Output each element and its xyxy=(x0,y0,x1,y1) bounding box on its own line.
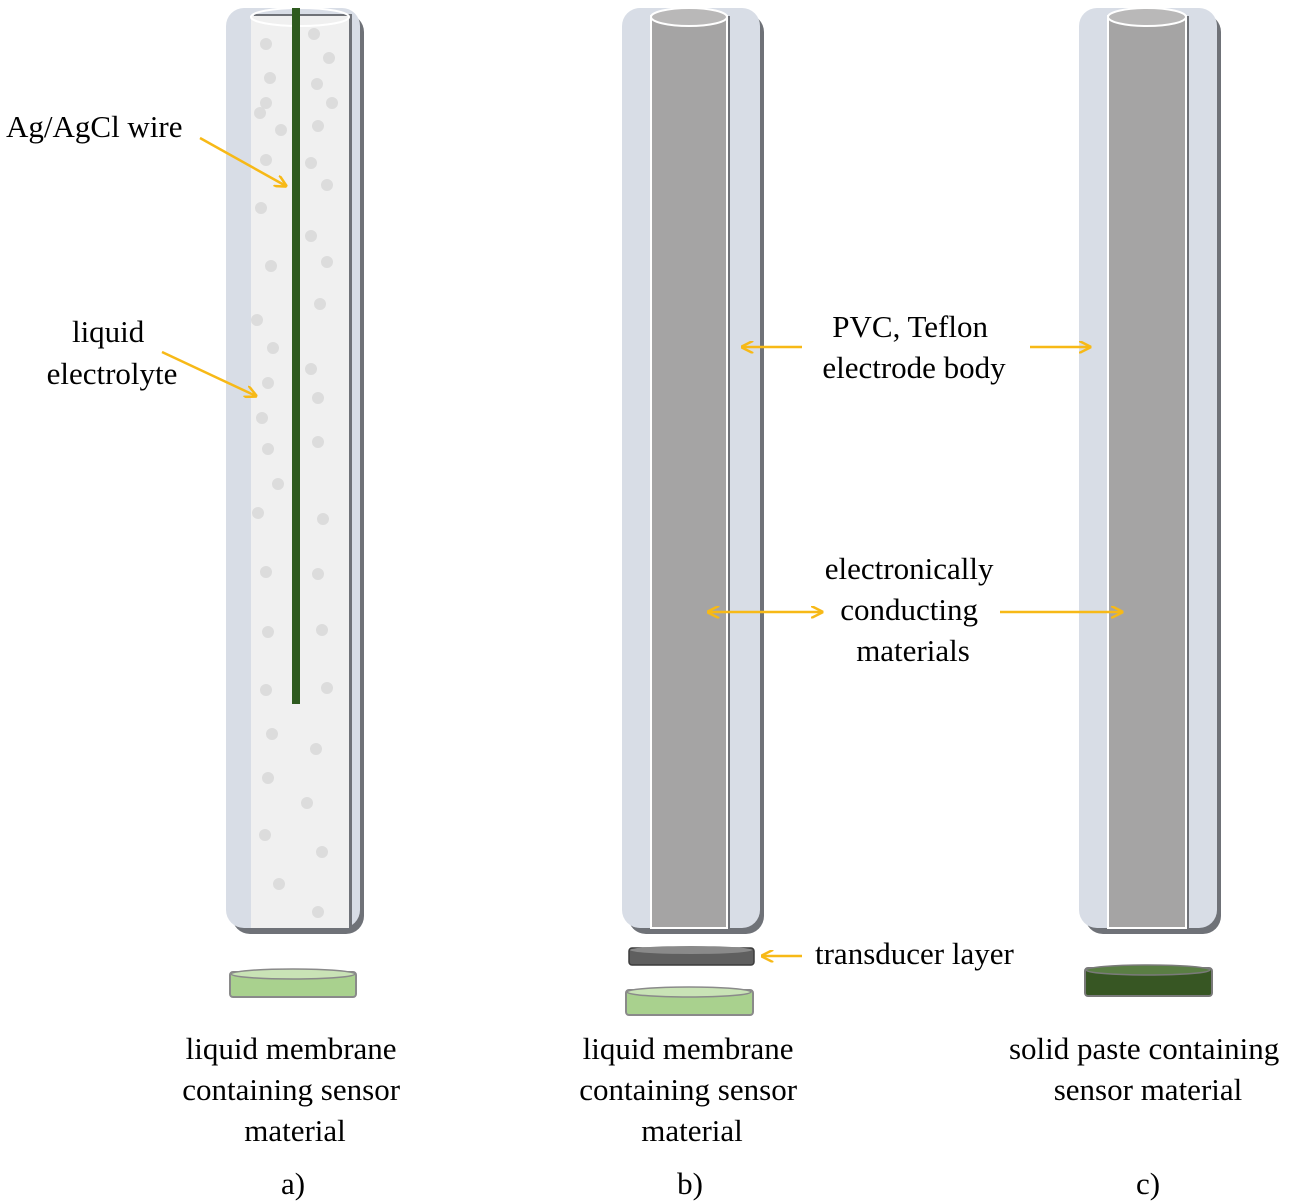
membrane-label-a-line-3: material xyxy=(244,1113,346,1148)
caption-b: b) xyxy=(677,1166,703,1201)
electrolyte-bubble xyxy=(260,566,272,578)
label-liquid-electrolyte-line-1: liquid xyxy=(72,314,145,349)
membrane-label-b-line-1: liquid membrane xyxy=(583,1031,794,1066)
membrane-label-b-line-3: material xyxy=(641,1113,743,1148)
electrolyte-bubble xyxy=(321,682,333,694)
electrolyte-bubble xyxy=(259,829,271,841)
label-liquid-electrolyte: liquid electrolyte xyxy=(47,314,178,391)
label-conducting-materials-line-1: electronically xyxy=(825,551,994,586)
electrolyte-bubble xyxy=(317,513,329,525)
electrolyte-bubble xyxy=(262,626,274,638)
label-electrode-body: PVC, Teflon electrode body xyxy=(822,309,1006,385)
membrane-label-b-line-2: containing sensor xyxy=(579,1072,797,1107)
electrolyte-bubbles xyxy=(251,28,338,918)
electrolyte-bubble xyxy=(305,157,317,169)
electrode-a xyxy=(226,7,364,998)
electrolyte-bubble xyxy=(310,743,322,755)
electrolyte-bubble xyxy=(312,392,324,404)
label-transducer-layer: transducer layer xyxy=(815,936,1014,971)
label-conducting-materials-line-3: materials xyxy=(856,633,970,668)
electrolyte-bubble xyxy=(252,507,264,519)
membrane-label-a: liquid membrane containing sensor materi… xyxy=(182,1031,408,1148)
electrolyte-bubble xyxy=(251,314,263,326)
membrane-label-c-line-2: sensor material xyxy=(1054,1072,1243,1107)
electrolyte-bubble xyxy=(256,412,268,424)
electrolyte-bubble xyxy=(312,906,324,918)
electrolyte-bubble xyxy=(260,38,272,50)
electrolyte-bubble xyxy=(316,624,328,636)
label-electrode-body-line-2: electrode body xyxy=(822,350,1006,385)
electrode-b xyxy=(622,7,764,1016)
electrolyte-bubble xyxy=(272,478,284,490)
electrolyte-bubble xyxy=(312,120,324,132)
caption-a: a) xyxy=(281,1166,305,1201)
electrolyte-bubble xyxy=(262,443,274,455)
arrow-liquid-electrolyte xyxy=(161,350,256,396)
electrode-c-conductor xyxy=(1107,15,1187,929)
electrolyte-bubble xyxy=(260,684,272,696)
arrow-agcl-wire xyxy=(199,136,286,186)
electrode-b-conductor-top xyxy=(650,7,728,27)
electrolyte-bubble xyxy=(326,97,338,109)
electrolyte-bubble xyxy=(264,72,276,84)
electrolyte-bubble xyxy=(255,202,267,214)
electrolyte-bubble xyxy=(275,124,287,136)
membrane-label-c: solid paste containing sensor material xyxy=(1009,1031,1287,1107)
electrolyte-bubble xyxy=(262,377,274,389)
membrane-label-b: liquid membrane containing sensor materi… xyxy=(579,1031,805,1148)
electrolyte-bubble xyxy=(321,179,333,191)
electrolyte-bubble xyxy=(273,878,285,890)
electrolyte-bubble xyxy=(260,97,272,109)
solid-paste-top xyxy=(1085,964,1211,976)
label-electrode-body-line-1: PVC, Teflon xyxy=(832,309,988,344)
electrolyte-bubble xyxy=(314,298,326,310)
label-conducting-materials-line-2: conducting xyxy=(840,592,978,627)
electrolyte-bubble xyxy=(254,107,266,119)
electrolyte-bubble xyxy=(305,230,317,242)
electrolyte-bubble xyxy=(267,342,279,354)
membrane-label-c-line-1: solid paste containing xyxy=(1009,1031,1279,1066)
electrolyte-bubble xyxy=(311,78,323,90)
membrane-label-a-line-2: containing sensor xyxy=(182,1072,400,1107)
electrolyte-bubble xyxy=(312,436,324,448)
electrode-c-conductor-top xyxy=(1107,7,1187,27)
electrode-a-membrane-top xyxy=(230,968,356,980)
electrode-b-conductor xyxy=(650,15,728,929)
electrolyte-bubble xyxy=(316,846,328,858)
label-agcl-wire: Ag/AgCl wire xyxy=(6,109,183,144)
caption-c: c) xyxy=(1136,1166,1160,1201)
electrolyte-bubble xyxy=(308,28,320,40)
electrolyte-bubble xyxy=(266,728,278,740)
label-conducting-materials: electronically conducting materials xyxy=(825,551,1001,668)
agcl-wire xyxy=(292,8,300,704)
label-liquid-electrolyte-line-2: electrolyte xyxy=(47,356,178,391)
electrolyte-bubble xyxy=(312,568,324,580)
electrolyte-bubble xyxy=(262,772,274,784)
electrode-c xyxy=(1079,7,1221,997)
membrane-label-a-line-1: liquid membrane xyxy=(186,1031,397,1066)
callout-arrows xyxy=(161,136,1122,956)
transducer-layer-top xyxy=(630,946,752,954)
electrode-b-membrane-top xyxy=(626,986,752,998)
electrolyte-bubble xyxy=(265,260,277,272)
electrolyte-bubble xyxy=(260,154,272,166)
electrolyte-bubble xyxy=(323,52,335,64)
electrolyte-bubble xyxy=(305,363,317,375)
electrolyte-bubble xyxy=(301,797,313,809)
electrolyte-bubble xyxy=(321,256,333,268)
labels: Ag/AgCl wire liquid electrolyte PVC, Tef… xyxy=(6,109,1287,1201)
